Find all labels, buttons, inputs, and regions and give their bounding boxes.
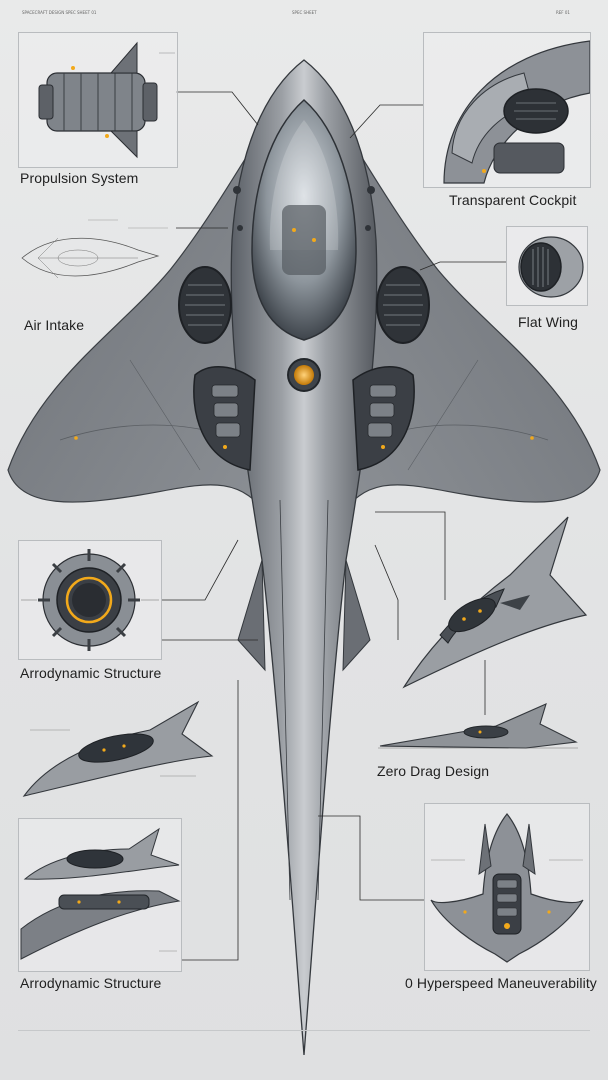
zero-drag-ship [378, 703, 578, 749]
air-intake-wireframe [21, 219, 168, 279]
label-flat-wing: Flat Wing [518, 314, 579, 330]
angled-side-view-ship [402, 516, 588, 689]
stacked-ships-illustration [20, 827, 181, 960]
aero-structure-panel-2 [18, 818, 182, 972]
flat-wing-panel [506, 226, 588, 306]
propulsion-engine-illustration [38, 41, 175, 159]
label-aerodynamic-structure-1: Arrodynamic Structure [20, 665, 162, 681]
cockpit-panel [423, 32, 591, 188]
label-air-intake: Air Intake [24, 317, 85, 333]
side-profile-ship [22, 700, 214, 797]
cockpit-closeup-illustration [443, 40, 591, 184]
header-left-text: SPACECRAFT DESIGN SPEC SHEET 01 [22, 10, 97, 15]
header-right-text: REF 01 [556, 10, 570, 15]
rear-view-ship-illustration [430, 813, 584, 963]
turbine-ring-illustration [21, 549, 159, 651]
header-center-text: SPEC SHEET [292, 10, 317, 15]
propulsion-panel [18, 32, 178, 168]
hyperspeed-panel [424, 803, 590, 971]
label-aerodynamic-structure-2: Arrodynamic Structure [20, 975, 162, 991]
label-propulsion-system: Propulsion System [20, 170, 139, 186]
footer-divider [18, 1030, 590, 1031]
label-zero-drag-design: Zero Drag Design [377, 763, 490, 779]
label-hyperspeed-maneuverability: 0 Hyperspeed Maneuverability [405, 975, 597, 991]
label-transparent-cockpit: Transparent Cockpit [449, 192, 577, 208]
aero-structure-panel-1 [18, 540, 162, 660]
flat-wing-intake-illustration [518, 236, 584, 298]
